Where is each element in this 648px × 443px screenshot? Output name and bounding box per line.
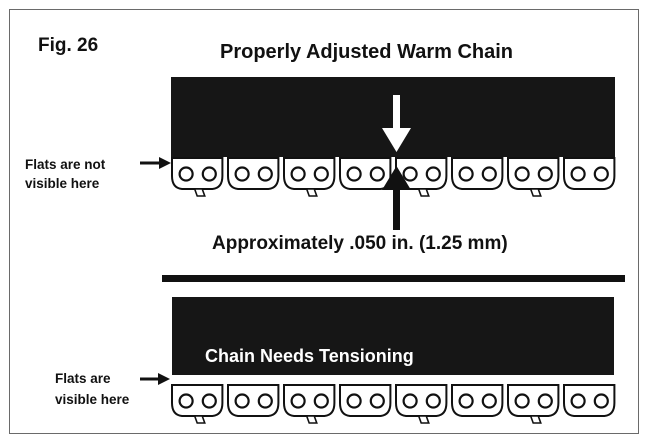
cutter-tooth — [529, 188, 542, 197]
cutter-tooth — [417, 188, 430, 197]
rivet — [201, 393, 217, 409]
pointer-arrow-icon — [140, 373, 170, 385]
top-note-line2: visible here — [25, 176, 100, 191]
rivet — [313, 166, 329, 182]
rivet — [458, 166, 474, 182]
rivet — [290, 393, 306, 409]
rivet — [514, 393, 530, 409]
rivet — [402, 393, 418, 409]
rivet — [369, 393, 385, 409]
rivet — [570, 166, 586, 182]
rivet — [425, 393, 441, 409]
rivet — [537, 166, 553, 182]
bottom-note-line2: visible here — [55, 392, 130, 407]
rivet — [402, 166, 418, 182]
cutter-tooth — [529, 415, 542, 424]
rivet — [257, 166, 273, 182]
cutter-tooth — [305, 415, 318, 424]
rivet — [290, 166, 306, 182]
rivet — [537, 393, 553, 409]
rivet — [201, 166, 217, 182]
cutter-tooth — [193, 188, 206, 197]
rivet — [570, 393, 586, 409]
rivet — [593, 166, 609, 182]
cutter-tooth — [305, 188, 318, 197]
figure-title: Properly Adjusted Warm Chain — [220, 41, 514, 63]
bottom-band-label: Chain Needs Tensioning — [205, 346, 414, 366]
arrow-up-icon — [382, 166, 411, 230]
bottom-note-line1: Flats are — [55, 371, 111, 386]
rivet — [369, 166, 385, 182]
rivet — [313, 393, 329, 409]
rivet — [593, 393, 609, 409]
cutter-tooth — [193, 415, 206, 424]
chain-bottom — [171, 384, 616, 424]
cutter-tooth — [417, 415, 430, 424]
rivet — [178, 393, 194, 409]
measurement-label: Approximately .050 in. (1.25 mm) — [212, 233, 508, 254]
rivet — [178, 166, 194, 182]
section-divider — [162, 275, 625, 282]
rivet — [425, 166, 441, 182]
guide-bar-bottom — [172, 297, 614, 375]
rivet — [346, 166, 362, 182]
rivet — [234, 166, 250, 182]
rivet — [257, 393, 273, 409]
pointer-arrow-icon — [140, 157, 171, 169]
arrow-down-icon — [382, 95, 411, 152]
chain-top — [171, 157, 616, 197]
rivet — [481, 393, 497, 409]
rivet — [458, 393, 474, 409]
rivet — [234, 393, 250, 409]
figure-label: Fig. 26 — [38, 35, 99, 56]
rivet — [481, 166, 497, 182]
top-note-line1: Flats are not — [25, 157, 106, 172]
rivet — [514, 166, 530, 182]
rivet — [346, 393, 362, 409]
